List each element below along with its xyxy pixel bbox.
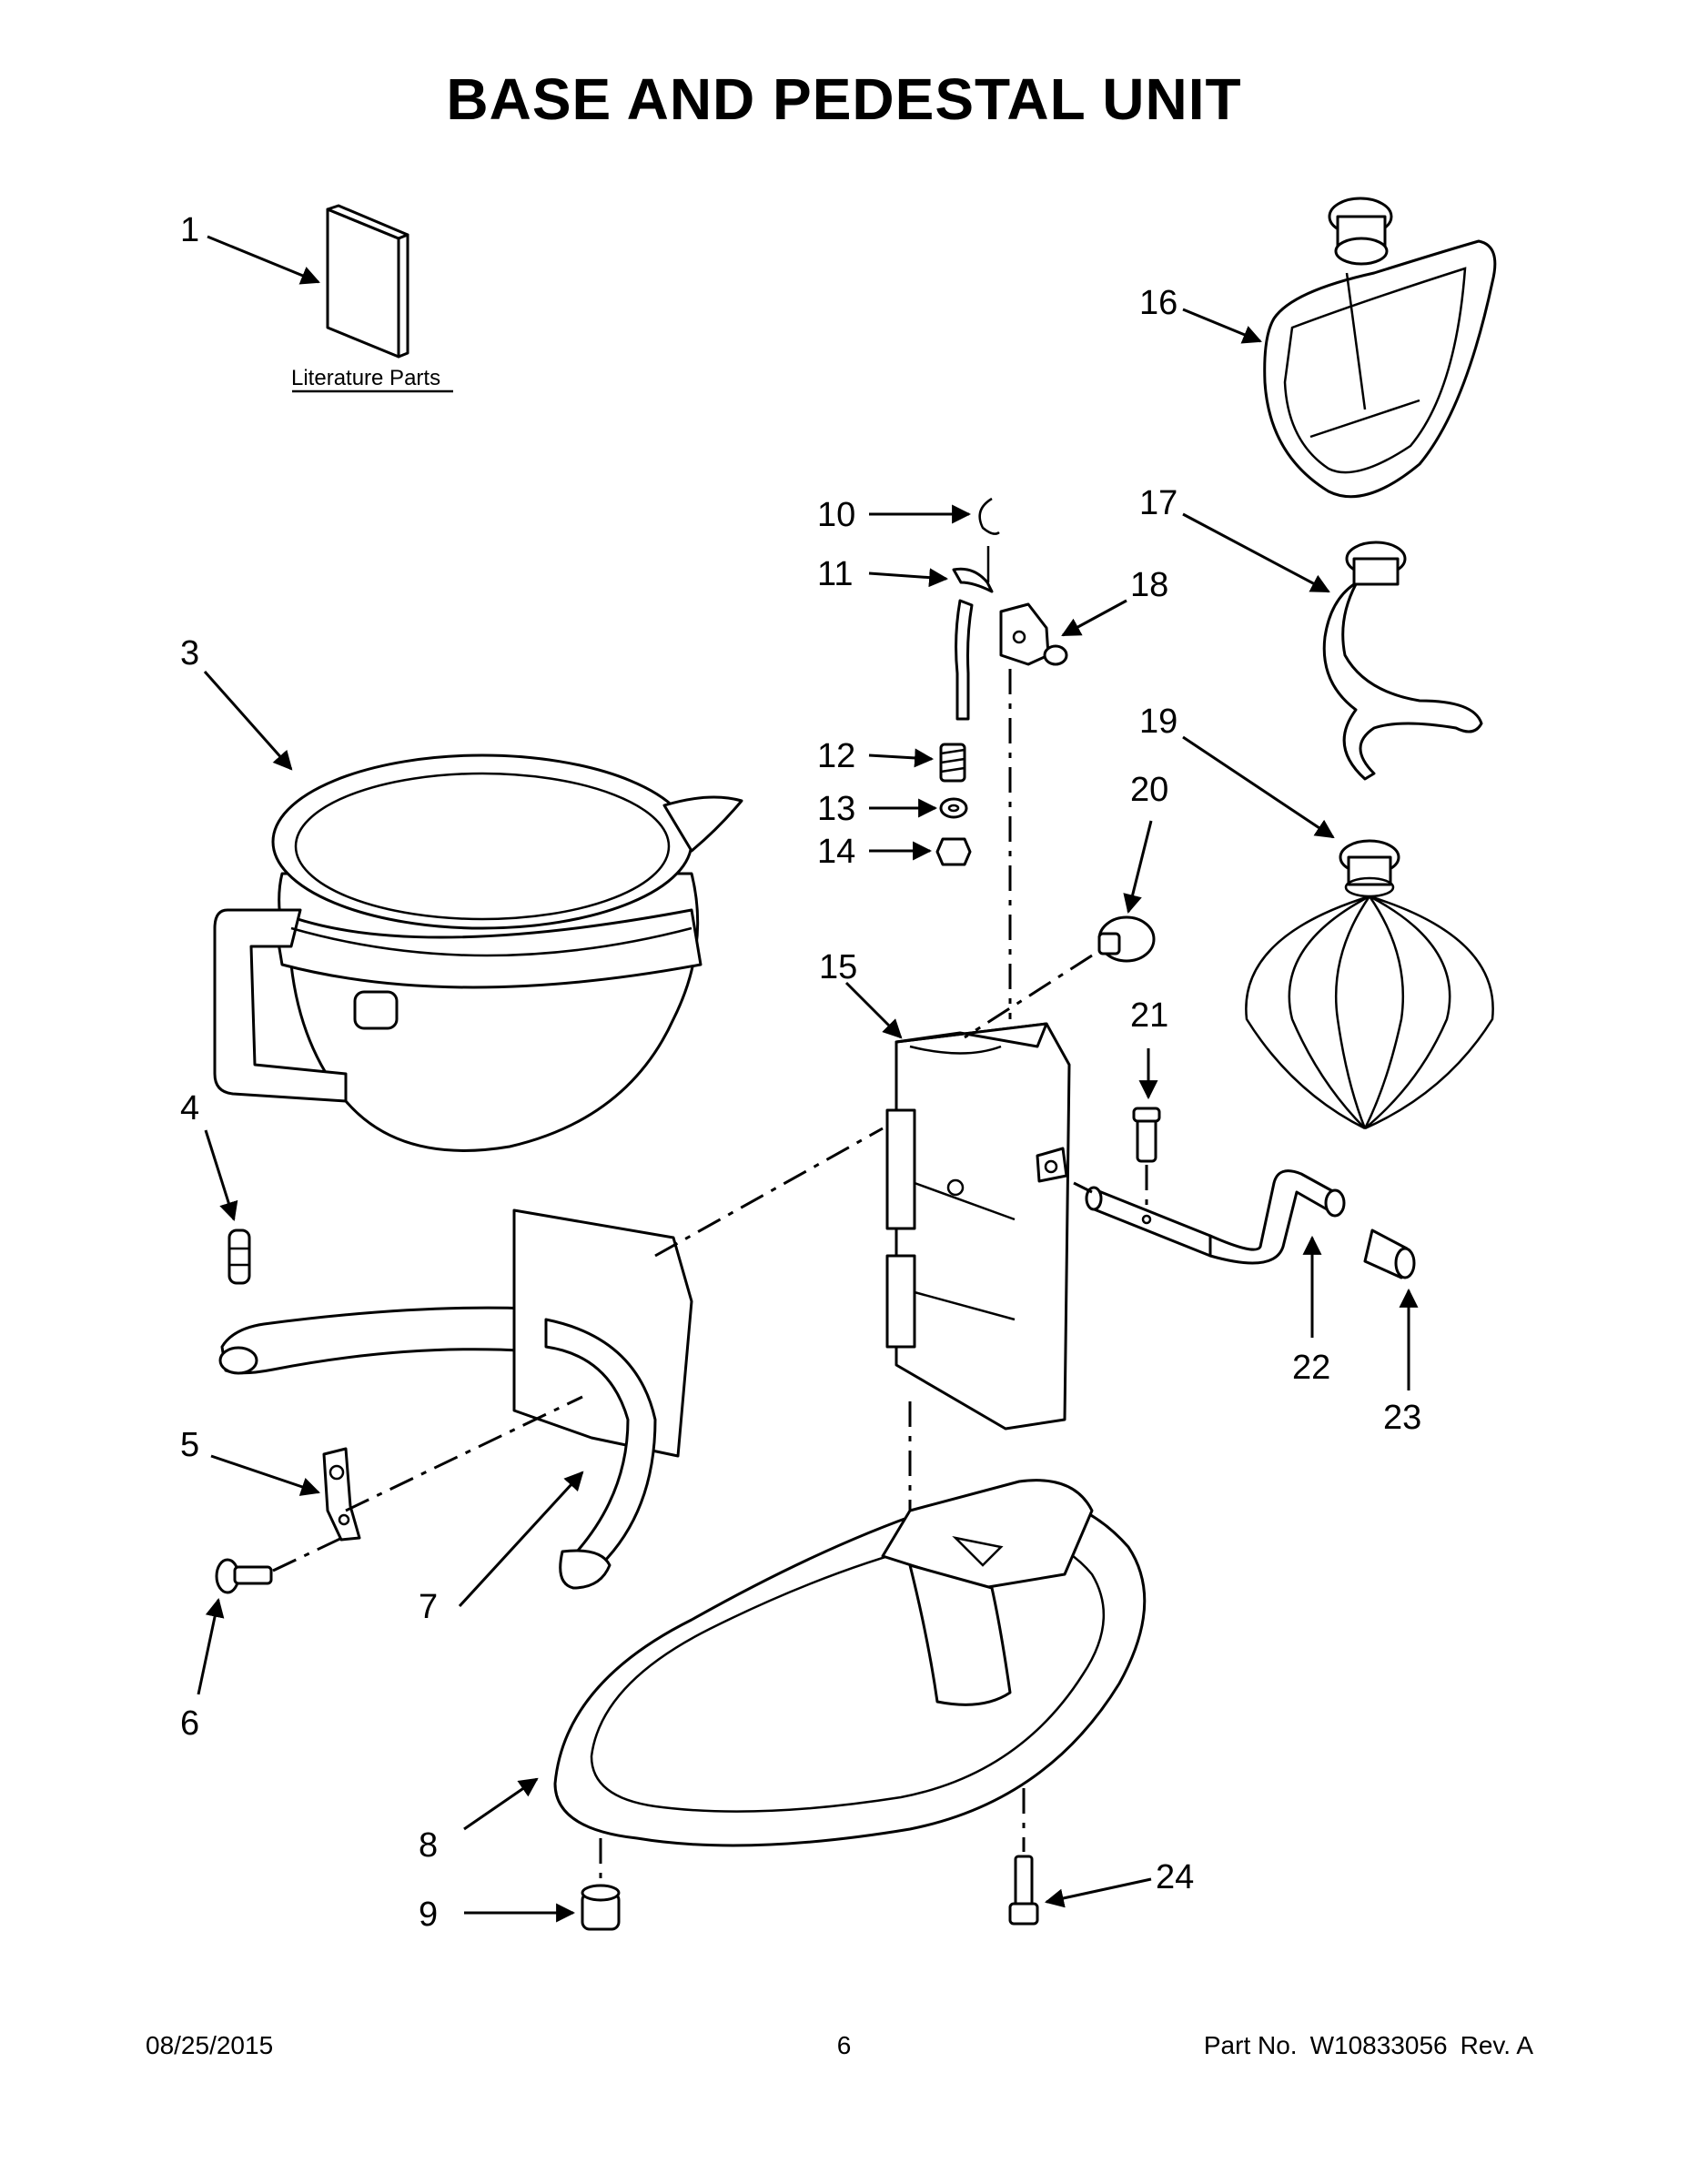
set-screw-part[interactable]	[1132, 1107, 1161, 1163]
base-part[interactable]	[553, 1479, 1147, 1847]
pedestal-column-part[interactable]	[885, 1022, 1071, 1431]
base-screw-part[interactable]	[1008, 1855, 1039, 1926]
callout-13: 13	[817, 790, 855, 828]
literature-parts-part[interactable]: Literature Parts	[291, 204, 453, 393]
callout-1: 1	[180, 211, 199, 249]
callout-14: 14	[817, 833, 855, 871]
crank-handle-part[interactable]	[1085, 1169, 1346, 1265]
bracket-part[interactable]	[322, 1447, 361, 1542]
callout-15: 15	[819, 948, 857, 986]
wire-whip-part[interactable]	[1245, 839, 1494, 1130]
callout-16: 16	[1139, 284, 1178, 322]
callout-6: 6	[180, 1704, 199, 1743]
callout-9: 9	[419, 1896, 438, 1934]
callout-8: 8	[419, 1826, 438, 1865]
callout-18: 18	[1130, 566, 1168, 604]
callout-7: 7	[419, 1588, 438, 1626]
part-label: Part No.	[1203, 2031, 1298, 2059]
revision: Rev. A	[1460, 2031, 1533, 2059]
footer-page-number: 6	[836, 2031, 852, 2059]
screw-part[interactable]	[215, 1558, 273, 1594]
footer-part-info: Part No. W10833056 Rev. A	[1191, 2031, 1533, 2060]
page-title: BASE AND PEDESTAL UNIT	[446, 66, 1242, 132]
callout-10: 10	[817, 496, 855, 534]
callout-19: 19	[1139, 703, 1178, 741]
flat-beater-part[interactable]	[1263, 197, 1497, 499]
callout-11: 11	[817, 555, 853, 593]
lock-rod-part[interactable]	[952, 546, 994, 721]
retaining-clip-part[interactable]	[978, 497, 1000, 535]
callout-20: 20	[1130, 771, 1168, 809]
footer-date: 08/25/2015	[146, 2031, 274, 2059]
handle-grip-part[interactable]	[1363, 1228, 1416, 1279]
foot-part[interactable]	[581, 1884, 621, 1931]
washer-part[interactable]	[939, 797, 968, 819]
callout-23: 23	[1383, 1399, 1421, 1437]
spring-part[interactable]	[939, 743, 966, 783]
callout-12: 12	[817, 737, 855, 775]
lever-part[interactable]	[999, 602, 1068, 666]
callout-17: 17	[1139, 484, 1178, 522]
bowl-support-part[interactable]	[218, 1208, 693, 1590]
callout-5: 5	[180, 1426, 199, 1464]
part-number: W10833056	[1309, 2031, 1448, 2059]
dough-hook-part[interactable]	[1322, 541, 1483, 781]
pin-part[interactable]	[227, 1228, 251, 1285]
callout-24: 24	[1156, 1858, 1194, 1896]
callout-3: 3	[180, 634, 199, 672]
bowl-part[interactable]	[213, 753, 743, 1152]
callout-4: 4	[180, 1089, 199, 1127]
hinge-pin-part[interactable]	[1097, 915, 1156, 963]
callout-21: 21	[1130, 996, 1168, 1035]
callout-22: 22	[1292, 1349, 1330, 1387]
literature-parts-label: Literature Parts	[291, 366, 440, 390]
nut-part[interactable]	[935, 837, 972, 866]
